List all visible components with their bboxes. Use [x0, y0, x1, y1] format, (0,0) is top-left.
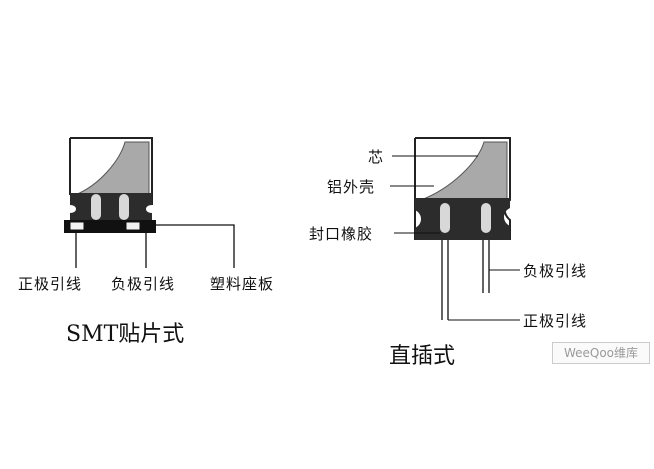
smt-positive-tab	[69, 221, 85, 231]
th-core	[420, 141, 508, 201]
th-positive-lead-label: 正极引线	[523, 312, 588, 330]
smt-aluminum-shell	[69, 137, 153, 205]
through-hole-capacitor	[390, 137, 520, 321]
smt-capacitor	[64, 137, 235, 268]
smt-lead-left	[91, 194, 101, 220]
smt-negative-tab	[125, 221, 141, 231]
th-negative-lead-label: 负极引线	[523, 262, 588, 280]
smt-core	[74, 141, 150, 196]
th-core-label: 芯	[368, 148, 385, 166]
smt-lead-right	[119, 194, 129, 220]
th-positive-lead	[441, 240, 449, 320]
th-negative-lead	[482, 240, 490, 293]
th-rubber-seal-label: 封口橡胶	[309, 225, 374, 243]
th-rubber-seal	[415, 198, 510, 240]
th-title: 直插式	[389, 344, 456, 369]
smt-title: SMT贴片式	[66, 322, 185, 347]
smt-plastic-base-label: 塑料座板	[210, 275, 275, 293]
smt-leader-base	[156, 224, 235, 268]
smt-positive-lead-label: 正极引线	[18, 275, 83, 293]
th-lead-right	[481, 203, 491, 233]
smt-negative-lead-label: 负极引线	[111, 275, 176, 293]
th-lead-left	[440, 203, 450, 233]
watermark: WeeQoo维库	[552, 342, 650, 364]
th-aluminum-shell-label: 铝外壳	[327, 178, 376, 196]
smt-rubber-seal	[70, 193, 152, 222]
